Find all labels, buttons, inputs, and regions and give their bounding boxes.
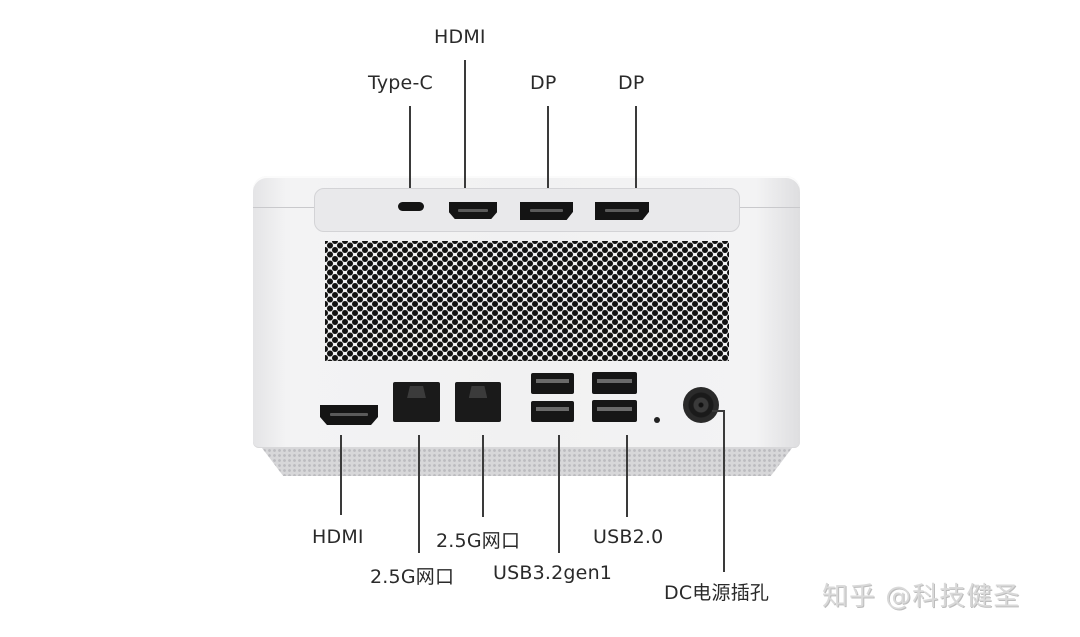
label-lan-1: 2.5G网口 xyxy=(370,566,455,588)
usb20-port-2 xyxy=(592,400,637,422)
bottom-grille xyxy=(262,448,792,476)
label-dp-2: DP xyxy=(618,72,645,94)
leader-dc-horizontal xyxy=(712,410,724,412)
leader-hdmi-top xyxy=(464,60,466,188)
leader-type-c xyxy=(409,106,411,188)
label-dp-1: DP xyxy=(530,72,557,94)
dp-port-1 xyxy=(520,202,573,220)
lan-port-1 xyxy=(393,382,440,422)
hdmi-port-top xyxy=(449,202,497,219)
leader-hdmi-bottom xyxy=(340,435,342,515)
leader-dp-1 xyxy=(547,106,549,188)
watermark: 知乎 @科技健圣 xyxy=(822,582,1021,612)
leader-dp-2 xyxy=(635,106,637,188)
usb32-port-1 xyxy=(531,373,574,394)
dp-port-2 xyxy=(595,202,649,220)
label-usb32: USB3.2gen1 xyxy=(493,562,613,584)
ventilation-grille xyxy=(325,241,729,361)
lan-port-2 xyxy=(455,382,501,422)
leader-usb20 xyxy=(626,435,628,517)
leader-lan-1 xyxy=(418,435,420,553)
hdmi-port-bottom xyxy=(320,405,378,425)
label-type-c: Type-C xyxy=(368,72,433,94)
usb32-port-2 xyxy=(531,401,574,422)
leader-lan-2 xyxy=(482,435,484,517)
label-hdmi-top: HDMI xyxy=(434,26,486,48)
label-lan-2: 2.5G网口 xyxy=(436,530,521,552)
usb20-port-1 xyxy=(592,372,637,394)
label-usb20: USB2.0 xyxy=(593,526,664,548)
indicator-led xyxy=(654,417,660,423)
type-c-port xyxy=(398,202,424,211)
label-hdmi-bottom: HDMI xyxy=(312,526,364,548)
label-dc: DC电源插孔 xyxy=(664,582,770,604)
leader-usb32 xyxy=(558,435,560,553)
leader-dc xyxy=(723,410,725,572)
dc-power-jack xyxy=(683,387,719,423)
